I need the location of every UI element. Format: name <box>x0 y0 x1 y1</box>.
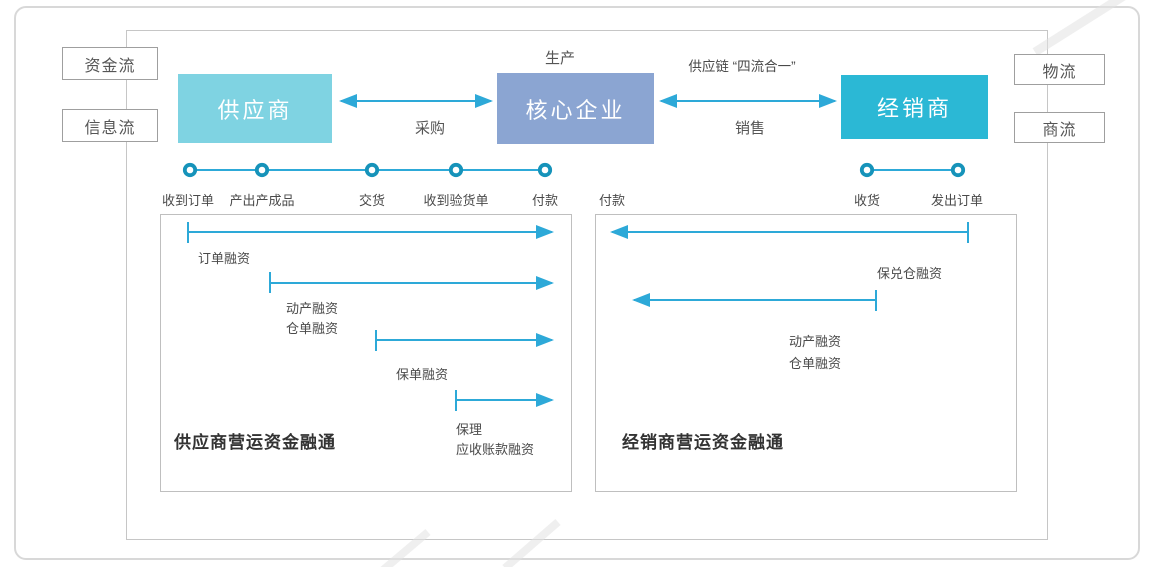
label-capital-flow: 资金流 <box>62 47 158 80</box>
receivables-financing-line: 应收账款融资 <box>456 442 535 457</box>
procurement-label: 采购 <box>414 120 446 137</box>
production-label: 生产 <box>544 50 576 67</box>
supplier-panel-title: 供应商营运资金融通 <box>174 433 336 452</box>
factoring-line: 保理 <box>456 422 483 437</box>
movables-financing-right-line: 动产融资 <box>789 334 842 349</box>
label-information-flow-text: 信息流 <box>84 119 136 137</box>
event-receive-order-label: 收到订单 <box>161 193 215 208</box>
event-send-order-label: 发出订单 <box>930 193 984 208</box>
movables-warehouse-financing-label: 动产融资 仓单融资 <box>286 299 338 339</box>
sales-label: 销售 <box>734 120 766 137</box>
label-commerce-flow: 商流 <box>1014 112 1105 143</box>
label-commerce-flow-text: 商流 <box>1042 121 1077 139</box>
label-logistics-flow-text: 物流 <box>1042 63 1077 81</box>
distributor-box-label: 经销商 <box>876 96 952 121</box>
event-payment-supplier-label: 付款 <box>531 193 559 208</box>
supplier-box: 供应商 <box>178 74 332 143</box>
label-capital-flow-text: 资金流 <box>84 57 136 75</box>
event-payment-distributor-label: 付款 <box>598 193 626 208</box>
event-receive-goods-label: 收货 <box>853 193 881 208</box>
supplier-financing-panel <box>160 214 572 492</box>
supplier-box-label: 供应商 <box>217 97 293 123</box>
distributor-box: 经销商 <box>841 75 988 139</box>
four-flows-slogan: 供应链 “四流合一” <box>688 59 796 74</box>
confirmed-warehouse-financing-label: 保兑仓融资 <box>877 266 943 281</box>
movables-financing-line: 动产融资 <box>286 301 339 316</box>
label-logistics-flow: 物流 <box>1014 54 1105 85</box>
warehouse-receipt-financing-line: 仓单融资 <box>286 321 339 336</box>
event-produce-goods-label: 产出产成品 <box>229 193 295 208</box>
event-delivery-label: 交货 <box>358 193 386 208</box>
core-enterprise-box-label: 核心企业 <box>525 97 626 123</box>
core-enterprise-box: 核心企业 <box>497 73 654 144</box>
distributor-panel-title: 经销商营运资金融通 <box>622 433 784 452</box>
event-inspection-slip-label: 收到验货单 <box>423 193 489 208</box>
outer-frame <box>14 6 1140 560</box>
factoring-receivables-financing-label: 保理 应收账款融资 <box>456 420 534 460</box>
label-information-flow: 信息流 <box>62 109 158 142</box>
movables-warehouse-financing-right-label: 动产融资 仓单融资 <box>789 331 841 375</box>
inner-frame <box>126 30 1048 540</box>
distributor-financing-panel <box>595 214 1017 492</box>
policy-financing-label: 保单融资 <box>396 367 449 382</box>
order-financing-label: 订单融资 <box>198 251 251 266</box>
warehouse-receipt-financing-right-line: 仓单融资 <box>789 356 842 371</box>
